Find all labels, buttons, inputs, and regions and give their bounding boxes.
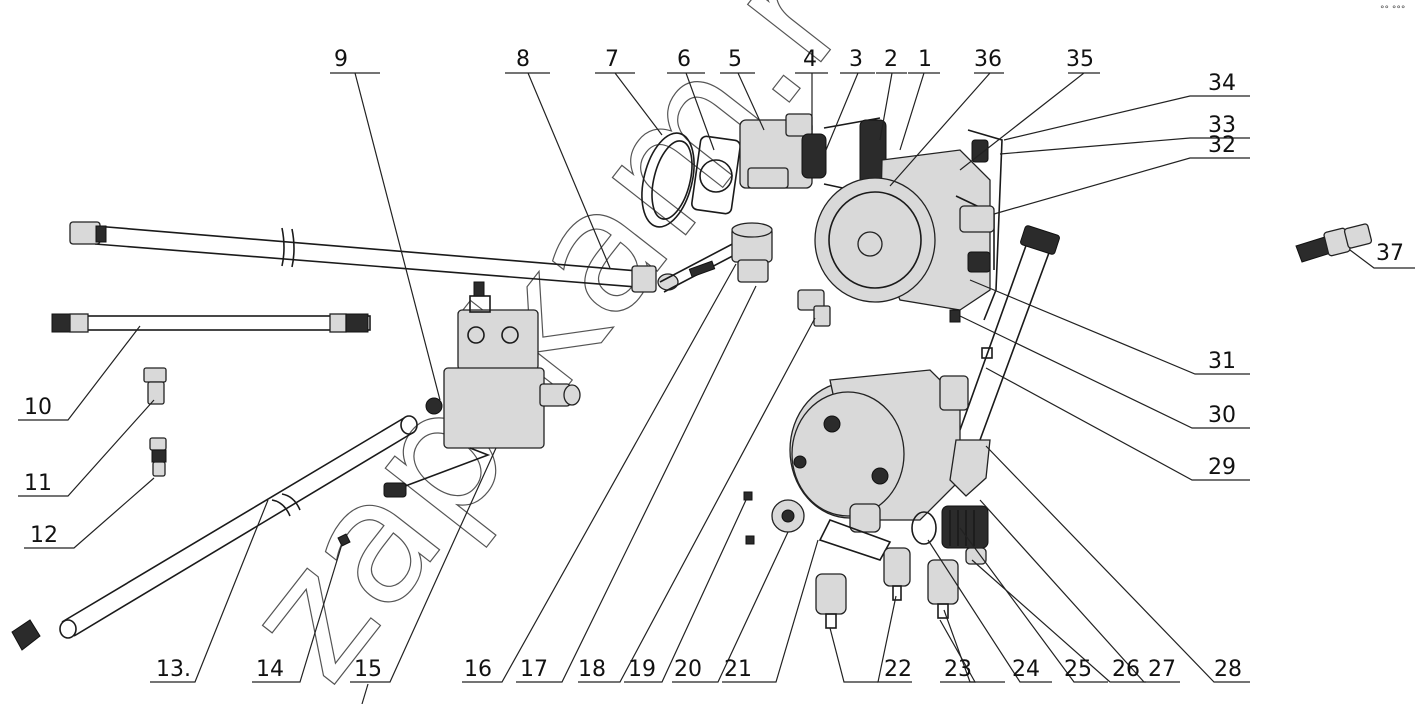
callout-3: 3 [849, 47, 863, 72]
part-14-clip [337, 533, 351, 547]
callout-37: 37 [1376, 241, 1404, 266]
part-37-fitting [1295, 223, 1373, 263]
callout-35: 35 [1066, 47, 1094, 72]
callout-13: 13. [156, 657, 191, 682]
callout-5: 5 [728, 47, 742, 72]
callout-34: 34 [1208, 71, 1236, 96]
corner-mark: °° °°° [1380, 5, 1405, 15]
callout-33: 33 [1208, 113, 1236, 138]
callout-21: 21 [724, 657, 752, 682]
callout-16: 16 [464, 657, 492, 682]
part-15-regulator-block [383, 281, 581, 498]
callout-numbers: 9 8 7 6 5 4 3 2 1 36 35 34 33 32 37 31 3… [24, 47, 1404, 682]
callout-12: 12 [30, 523, 58, 548]
callout-20: 20 [674, 657, 702, 682]
part-20-sensor-flange [743, 491, 805, 545]
parts [11, 113, 1373, 651]
callout-15: 15 [354, 657, 382, 682]
callout-25: 25 [1064, 657, 1092, 682]
callout-17: 17 [520, 657, 548, 682]
callout-6: 6 [677, 47, 691, 72]
part-6-gasket [691, 135, 741, 215]
part-17-solenoid [659, 222, 773, 293]
part-22-mount [815, 547, 911, 629]
part-5-throttle-body [739, 113, 813, 189]
part-8-long-hose [69, 221, 679, 293]
part-26-filter [941, 505, 989, 549]
part-7-ring [641, 132, 695, 228]
callout-30: 30 [1208, 403, 1236, 428]
callout-11: 11 [24, 471, 52, 496]
callout-19: 19 [628, 657, 656, 682]
part-29-hose-stub [959, 225, 1060, 441]
callout-7: 7 [605, 47, 619, 72]
callout-24: 24 [1012, 657, 1040, 682]
callout-14: 14 [256, 657, 284, 682]
part-10-hose [51, 313, 371, 333]
callout-32: 32 [1208, 133, 1236, 158]
callout-2: 2 [884, 47, 898, 72]
callout-23: 23 [944, 657, 972, 682]
part-11-fitting [143, 367, 167, 405]
callout-9: 9 [334, 47, 348, 72]
part-25-oring [911, 511, 937, 545]
callout-22: 22 [884, 657, 912, 682]
part-12-fitting [149, 437, 167, 477]
callout-26: 26 [1112, 657, 1140, 682]
callout-27: 27 [1148, 657, 1176, 682]
callout-1: 1 [918, 47, 932, 72]
part-13-pipe [11, 415, 418, 651]
part-24-mount [927, 559, 959, 619]
part-30-vaporizer [814, 129, 1003, 323]
part-18-elbow-fitting [797, 289, 831, 327]
leader-lines [18, 72, 1415, 704]
callout-4: 4 [803, 47, 817, 72]
callout-8: 8 [516, 47, 530, 72]
callout-28: 28 [1214, 657, 1242, 682]
callout-29: 29 [1208, 455, 1236, 480]
callout-18: 18 [578, 657, 606, 682]
part-21-vaporizer-lower [789, 369, 991, 561]
callout-31: 31 [1208, 349, 1236, 374]
callout-10: 10 [24, 395, 52, 420]
part-3-4-pipe-coupling [801, 117, 887, 197]
callout-36: 36 [974, 47, 1002, 72]
